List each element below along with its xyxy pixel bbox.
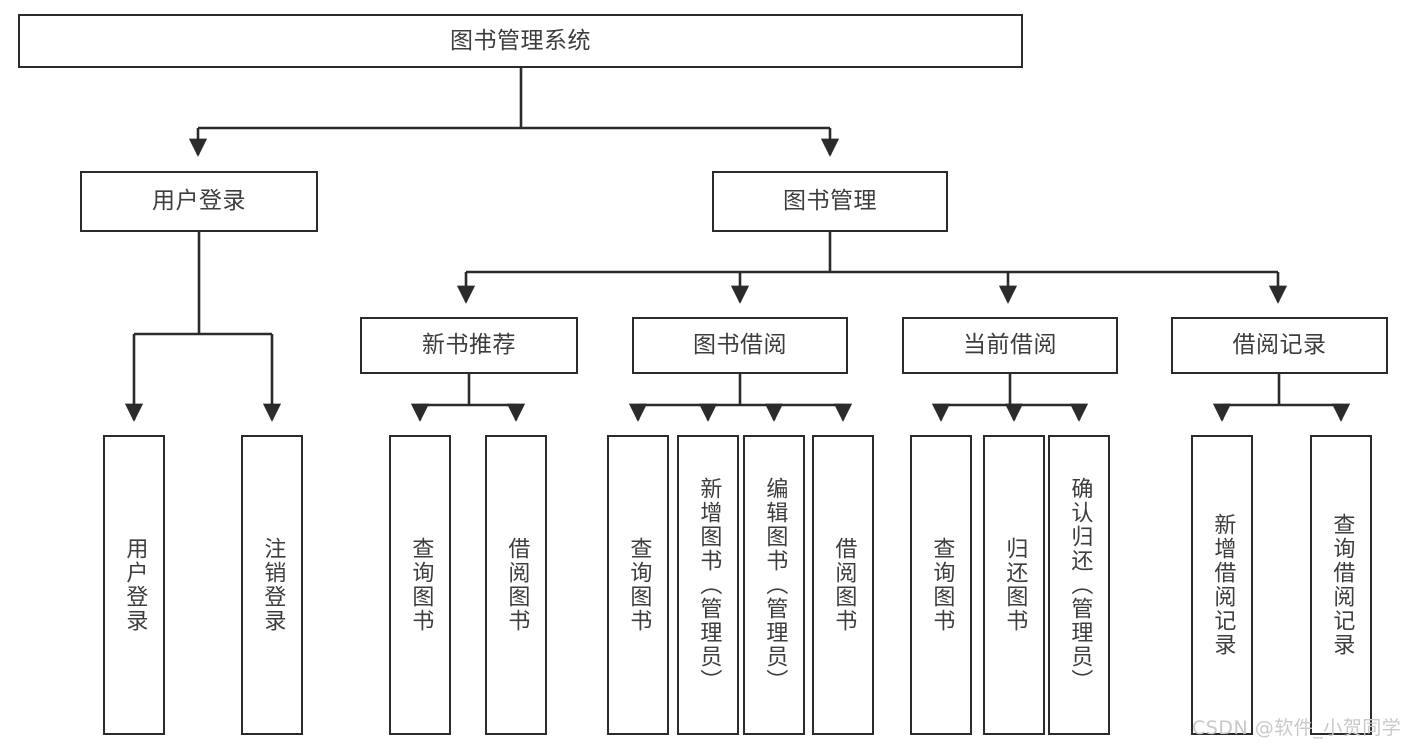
leaf-query-book-3-label: 查询图书 [929,537,955,633]
node-borrow-record[interactable]: 借阅记录 [1171,317,1388,374]
leaf-add-record[interactable]: 新增借阅记录 [1191,435,1253,735]
leaf-borrow-book-2[interactable]: 借阅图书 [812,435,874,735]
leaf-user-logout[interactable]: 注销登录 [241,435,303,735]
node-root-label: 图书管理系统 [450,27,591,54]
node-current-borrow-label: 当前借阅 [963,332,1057,359]
leaf-user-login[interactable]: 用户登录 [103,435,165,735]
leaf-borrow-book-1[interactable]: 借阅图书 [485,435,547,735]
leaf-query-record-label: 查询借阅记录 [1329,513,1355,657]
csdn-watermark: CSDN @软件_小贺同学 [1192,717,1402,739]
leaf-edit-book[interactable]: 编辑图书（管理员） [743,435,805,735]
node-book-manage-label: 图书管理 [783,188,877,215]
leaf-query-book-3[interactable]: 查询图书 [910,435,972,735]
leaf-add-book[interactable]: 新增图书（管理员） [677,435,739,735]
node-book-manage[interactable]: 图书管理 [712,171,948,232]
node-borrow-record-label: 借阅记录 [1232,332,1327,359]
node-book-borrow[interactable]: 图书借阅 [632,317,848,374]
node-user-login[interactable]: 用户登录 [80,171,318,232]
node-current-borrow[interactable]: 当前借阅 [902,317,1118,374]
leaf-return-book-label: 归还图书 [1002,537,1028,633]
leaf-query-book-2-label: 查询图书 [626,537,652,633]
leaf-user-logout-label: 注销登录 [260,537,286,633]
node-book-borrow-label: 图书借阅 [693,332,787,359]
leaf-confirm-return-label: 确认归还（管理员） [1067,477,1093,693]
leaf-confirm-return[interactable]: 确认归还（管理员） [1048,435,1110,735]
leaf-borrow-book-1-label: 借阅图书 [504,537,530,633]
leaf-query-book-2[interactable]: 查询图书 [607,435,669,735]
leaf-query-record[interactable]: 查询借阅记录 [1310,435,1372,735]
leaf-query-book-1[interactable]: 查询图书 [389,435,451,735]
leaf-query-book-1-label: 查询图书 [408,537,434,633]
leaf-edit-book-label: 编辑图书（管理员） [762,477,788,693]
node-new-book-recommend-label: 新书推荐 [422,332,516,359]
node-new-book-recommend[interactable]: 新书推荐 [360,317,578,374]
node-root[interactable]: 图书管理系统 [18,14,1023,68]
node-user-login-label: 用户登录 [152,188,246,215]
leaf-user-login-label: 用户登录 [122,537,148,633]
leaf-return-book[interactable]: 归还图书 [983,435,1045,735]
leaf-add-book-label: 新增图书（管理员） [696,477,722,693]
leaf-borrow-book-2-label: 借阅图书 [831,537,857,633]
leaf-add-record-label: 新增借阅记录 [1210,513,1236,657]
